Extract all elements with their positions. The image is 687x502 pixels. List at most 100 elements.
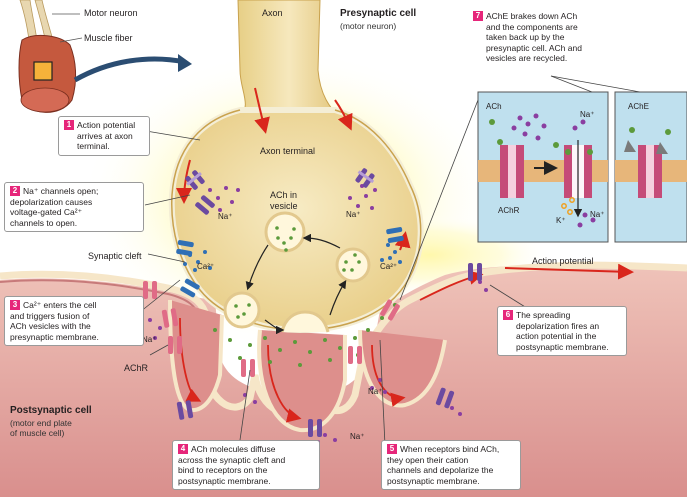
step-1-line-3: terminal.: [77, 141, 110, 151]
step-3-line-3: ACh vesicles with the: [10, 321, 91, 331]
step-1-line-1: Action potential: [77, 120, 136, 130]
action-potential-label: Action potential: [532, 256, 594, 266]
ca-label-left: Ca²⁺: [197, 262, 215, 271]
ap-arrow-membrane-right: [394, 231, 411, 251]
achr-receptor-1: [143, 281, 157, 299]
step-4-line-1: ACh molecules diffuse: [191, 444, 276, 454]
step-7-line-5: vesicles are recycled.: [486, 53, 568, 63]
inset-panel: [399, 75, 687, 301]
step-5-line-1: When receptors bind ACh,: [400, 444, 500, 454]
step-2-number: 2: [10, 186, 20, 196]
inset-na-label-1: Na⁺: [580, 110, 595, 119]
axon-label: Axon: [262, 8, 283, 18]
step-6-line-4: postsynaptic membrane.: [516, 341, 609, 352]
channel-purple-4: [468, 263, 482, 281]
step-7-line-3: taken back up by the: [486, 32, 565, 42]
callout-leaders: [139, 129, 531, 446]
step-7-line-2: and the components are: [486, 21, 578, 32]
step-5-line-4: postsynaptic membrane.: [387, 475, 480, 486]
na-label-post-center: Na⁺: [368, 387, 383, 396]
ca-label-right: Ca²⁺: [380, 262, 398, 271]
step-1-line-2: arrives at axon: [77, 130, 133, 141]
step-6-line-1: The spreading: [516, 310, 571, 320]
postsynaptic-receptors: [143, 263, 482, 437]
inset-na-label-2: Na⁺: [590, 210, 605, 219]
achr-receptor-6: [380, 299, 400, 321]
step-4-line-4: postsynaptic membrane.: [178, 475, 271, 486]
inset-ach-dots: [489, 119, 671, 155]
ca-channel-left: [176, 240, 194, 256]
inset-ache-enzymes: [624, 140, 668, 154]
presynaptic-channels: [176, 168, 404, 298]
inset-achr-label: AChR: [498, 206, 520, 215]
na-label-post-bottom: Na⁺: [350, 432, 365, 441]
step7-leader-2: [550, 75, 641, 93]
step-3-line-4: presynaptic membrane.: [10, 331, 99, 342]
ach-in-vesicle-label-1: ACh in: [270, 190, 298, 200]
thumb-zoom-box: [33, 61, 53, 81]
post-arrow-1: [179, 317, 202, 402]
step-5-line-3: channels and depolarize the: [387, 465, 494, 475]
achr-receptor-4: [241, 359, 255, 377]
na-ion-dots: [148, 184, 488, 444]
step-5-number: 5: [387, 444, 397, 454]
vesicle-fusing-right: [280, 310, 330, 333]
zoom-arrow-head: [178, 54, 192, 72]
step-4-line-3: bind to receptors on the: [178, 465, 268, 475]
step7-leader-1: [550, 75, 593, 93]
recycle-arrow-3: [329, 279, 347, 316]
step-3-line-2: and triggers fusion of: [10, 310, 90, 321]
step-2-line-3: voltage-gated Ca²⁺: [10, 207, 83, 217]
ap-arrow-right: [334, 99, 353, 131]
na-label-terminal-left: Na⁺: [218, 212, 233, 221]
recycle-arrow-4: [302, 233, 341, 249]
step-1-number: 1: [64, 120, 74, 130]
ca-channel-left-2: [180, 278, 200, 298]
step-4-line-2: across the synaptic cleft and: [178, 454, 286, 465]
vesicle-main: [264, 211, 306, 253]
junctional-fold-1: [168, 299, 224, 413]
zoom-arrow-body: [73, 56, 186, 83]
achr-receptor-2: [161, 308, 179, 328]
step-3-line-1: Ca²⁺ enters the cell: [23, 300, 97, 310]
step-3-number: 3: [10, 300, 20, 310]
achr-receptor-5: [348, 346, 362, 364]
muscle-fiber-label: Muscle fiber: [84, 33, 133, 43]
ap-arrow-membrane: [176, 159, 193, 204]
axon-terminal-label: Axon terminal: [260, 146, 316, 156]
step-6-number: 6: [503, 310, 513, 320]
inset-k-label: K⁺: [556, 216, 566, 225]
inset-leader: [399, 99, 479, 301]
na-channel-right: [355, 168, 375, 188]
overview-thumbnail: [18, 0, 192, 113]
synaptic-cleft-label: Synaptic cleft: [88, 251, 142, 261]
ach-in-cleft: [213, 303, 397, 367]
inset-receptor-closed: [500, 145, 524, 198]
step-7-line-1: AChE brakes down ACh: [486, 11, 578, 21]
postsynaptic-subtitle-2: of muscle cell): [10, 428, 65, 438]
na-channel-left-2: [195, 195, 215, 215]
step-2-line-4: channels to open.: [10, 217, 78, 228]
inset-ache-label: AChE: [628, 102, 649, 111]
step-6-line-3: action potential in the: [516, 331, 597, 341]
vesicle-fusing-left: [223, 291, 261, 329]
achr-receptor-3: [168, 336, 182, 354]
step-5-line-2: they open their cation: [387, 454, 469, 465]
channel-purple-3: [435, 387, 455, 409]
recycle-arrow-2: [264, 319, 285, 335]
inset-ach-label: ACh: [486, 102, 502, 111]
step-4-number: 4: [178, 444, 188, 454]
inset-receptor-ache: [638, 145, 662, 198]
ach-in-vesicles: [234, 226, 361, 319]
postsynaptic-subtitle-1: (motor end plate: [10, 418, 72, 428]
post-ap-arrow: [504, 263, 634, 280]
motor-neuron-label: Motor neuron: [84, 8, 138, 18]
